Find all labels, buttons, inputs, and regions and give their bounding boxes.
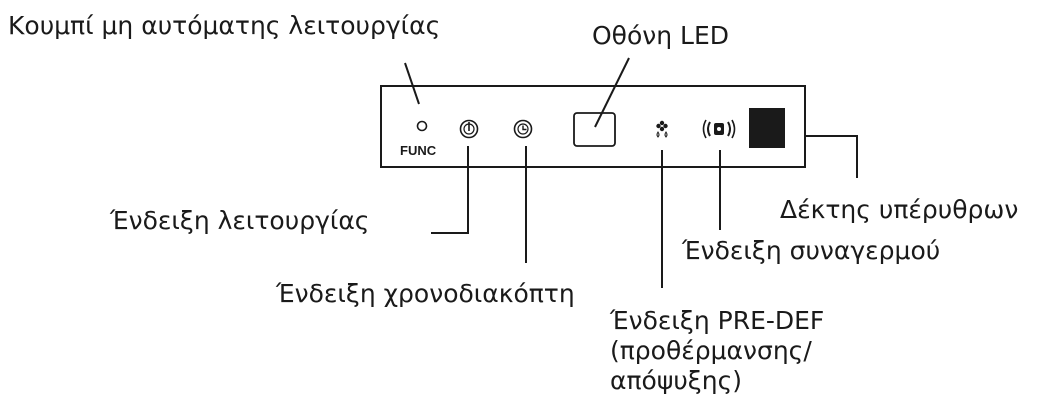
power-icon: [459, 119, 479, 139]
timer-icon: [513, 119, 533, 139]
label-ir-receiver: Δέκτης υπέρυθρων: [780, 195, 1019, 224]
label-func-button: Κουμπί μη αυτόματης λειτουργίας: [8, 11, 441, 40]
label-led-display: Οθόνη LED: [592, 21, 729, 50]
leader-lines: [404, 57, 858, 288]
label-predef-line-1: Ένδειξη PRE-DEF: [610, 306, 825, 335]
label-operation-indicator: Ένδειξη λειτουργίας: [110, 206, 370, 235]
label-predef-indicator: Ένδειξη PRE-DEF (προθέρμανσης/ απόψυξης): [610, 306, 910, 396]
led-display: [573, 112, 616, 147]
func-button: [416, 120, 428, 132]
label-alarm-indicator: Ένδειξη συναγερμού: [682, 236, 941, 265]
func-text: FUNC: [400, 143, 437, 158]
label-timer-indicator: Ένδειξη χρονοδιακόπτη: [276, 279, 575, 308]
defrost-icon: [656, 120, 668, 138]
label-predef-line-2: (προθέρμανσης/: [610, 336, 812, 365]
alarm-icon: [702, 119, 736, 139]
ir-receiver-window: [749, 108, 785, 148]
label-predef-line-3: απόψυξης): [610, 366, 742, 395]
